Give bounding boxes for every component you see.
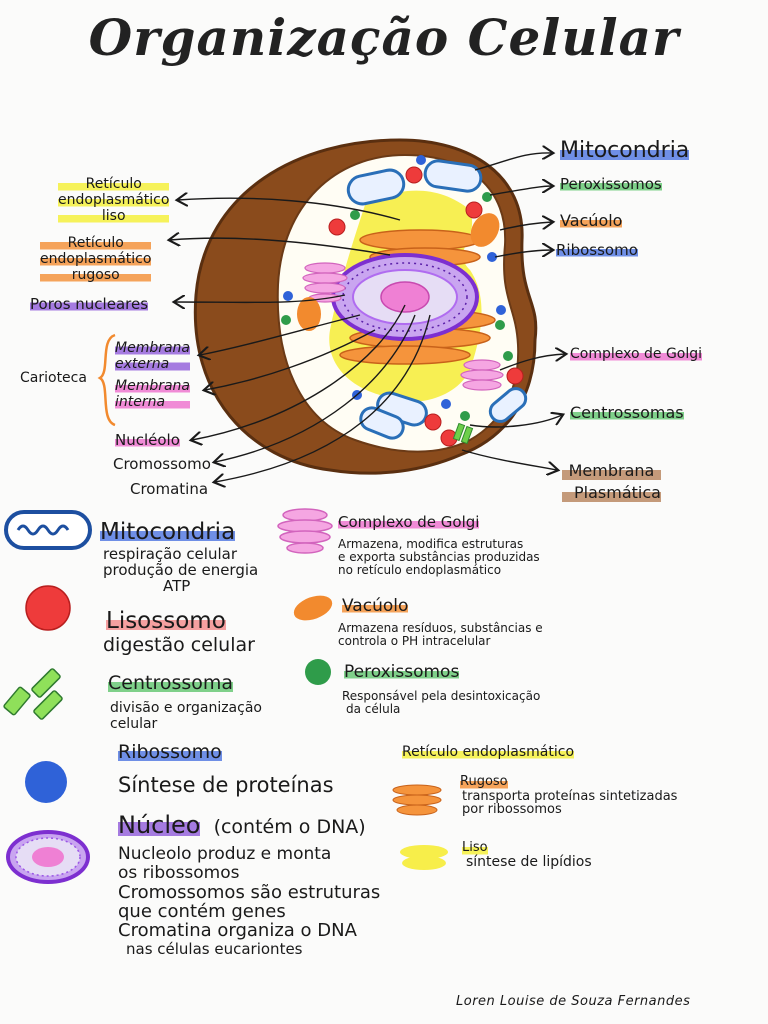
ribosome-shapes [283,155,506,409]
carioteca-bracket [97,333,116,427]
author-signature: Loren Louise de Souza Fernandes [456,994,691,1009]
legend-icons [3,508,448,884]
lysosome-shapes [328,166,524,447]
label-re-rugoso: Retículo endoplasmático rugoso [40,235,152,283]
label-poros: Poros nucleares [30,295,149,313]
legend-lisossomo-desc: digestão celular [103,634,255,656]
legend-smooth-er-icon [400,845,448,870]
legend-lisossomo-name: Lisossomo [106,608,226,634]
label-membrana-interna: Membrana interna [115,378,191,410]
label-peroxissomos: Peroxissomos [560,175,662,193]
legend-ribosome-icon [25,761,67,803]
mitochondria-shapes [346,159,528,440]
label-ribossomo: Ribossomo [556,241,638,259]
legend-nucleo-note: (contém o DNA) [213,816,366,838]
label-centrossomas: Centrossomas [570,403,684,422]
page-title: Organização Celular [88,8,680,67]
golgi-shape [302,262,504,391]
legend-nucleo-desc: Nucleolo produz e monta os ribossomos Cr… [118,844,381,959]
legend-lysosome-icon [25,585,71,631]
legend-golgi-icon [277,508,333,554]
legend-liso-name: Liso [462,840,488,856]
legend-vacuole-icon [293,595,333,621]
legend-mitocondria-name: Mitocondria [100,519,236,545]
legend-rugoso-name: Rugoso [460,774,508,790]
label-vacuolo: Vacúolo [560,211,623,230]
vacuole-shapes [297,213,500,331]
legend-peroxissomos-desc: Responsável pela desintoxicação da célul… [342,689,541,716]
label-membrana-externa: Membrana externa [115,340,191,372]
peroxisome-shapes [281,192,513,421]
legend-peroxissomos-name: Peroxissomos [344,662,460,682]
label-carioteca: Carioteca [20,370,87,386]
legend-nucleus-icon [6,830,90,884]
centrosome-shape [452,422,474,445]
legend-reticulo-name: Retículo endoplasmático [402,744,575,760]
legend-ribossomo-name: Ribossomo [118,741,222,763]
legend-nucleo-heading: Núcleo (contém o DNA) [118,811,366,839]
nucleolus-shape [380,281,430,313]
label-nucleolo: Nucléolo [115,431,180,449]
label-golgi: Complexo de Golgi [570,346,703,362]
label-mitocondria: Mitocondria [560,138,690,163]
legend-rugoso-desc: transporta proteínas sintetizadas por ri… [462,789,678,817]
legend-peroxisome-icon [305,659,331,685]
legend-ribossomo-desc: Síntese de proteínas [118,773,334,797]
legend-nucleo-name: Núcleo [118,811,201,839]
label-membrana-plasmatica: Membrana Plasmática [562,460,661,504]
label-cromatina: Cromatina [130,480,209,498]
legend-centrosome-icon [3,668,63,720]
legend-mitocondria-desc: respiração celular produção de energia A… [103,545,259,595]
legend-rough-er-icon [392,784,442,816]
legend-vacuolo-name: Vacúolo [342,596,409,616]
legend-golgi-name: Complexo de Golgi [338,513,480,531]
legend-centrossoma-desc: divisão e organização celular [110,700,262,732]
legend-liso-desc: síntese de lipídios [466,854,592,870]
legend-golgi-desc: Armazena, modifica estruturas e exporta … [338,537,540,577]
legend-centrossoma-name: Centrossoma [108,672,234,694]
label-cromossomo: Cromossomo [113,455,211,473]
label-re-liso: Retículo endoplasmático liso [58,176,170,224]
legend-vacuolo-desc: Armazena resíduos, substâncias e control… [338,621,543,648]
legend-mitochondria-icon [4,510,92,550]
